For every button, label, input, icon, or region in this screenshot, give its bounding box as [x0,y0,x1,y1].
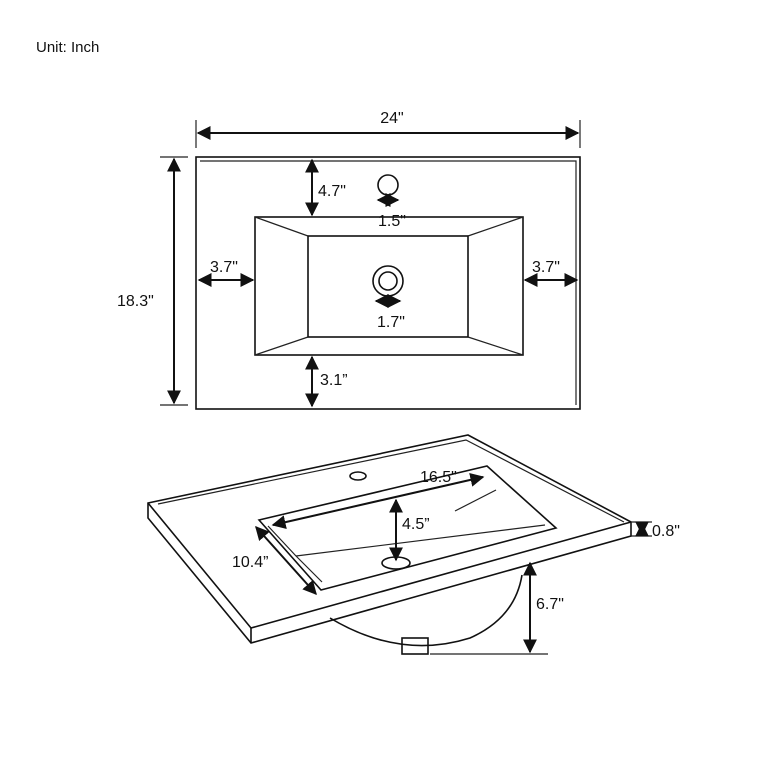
basin-depth-label: 6.7" [536,596,564,613]
faucet-hole [377,174,399,196]
bowl-length-label: 16.5" [420,469,457,486]
right-margin-label: 3.7" [532,259,560,276]
height-label: 18.3" [117,293,154,310]
basin-underside [329,574,523,647]
drain-inner [378,271,398,291]
countertop-outline [195,156,581,410]
drain-outer [372,265,404,297]
left-margin-label: 3.7" [210,259,238,276]
rim-thickness-label: 0.8" [652,523,680,540]
top-margin-label: 4.7" [318,183,346,200]
bowl-width-dimension-line [255,525,317,596]
bottom-margin-label: 3.1” [320,372,348,389]
bowl-width-label: 10.4” [232,554,268,571]
bowl-floor [307,235,469,338]
bowl-outline [254,216,524,356]
iso-faucet-hole [349,471,367,481]
isometric-view: 16.5" 4.5” 10.4” 0.8" 6.7" [147,434,680,655]
drain-label: 1.7" [377,314,405,331]
unit-label: Unit: Inch [36,39,99,56]
top-view: 24" 18.3" 4.7" 1.5" 3.7" 3.7" 1.7" 3.1” [117,110,581,410]
bowl-depth-label: 4.5” [402,516,430,533]
faucet-hole-label: 1.5" [378,213,406,230]
width-label: 24" [380,110,403,127]
drain-pipe [401,637,429,655]
bowl-length-dimension-line [271,472,485,530]
